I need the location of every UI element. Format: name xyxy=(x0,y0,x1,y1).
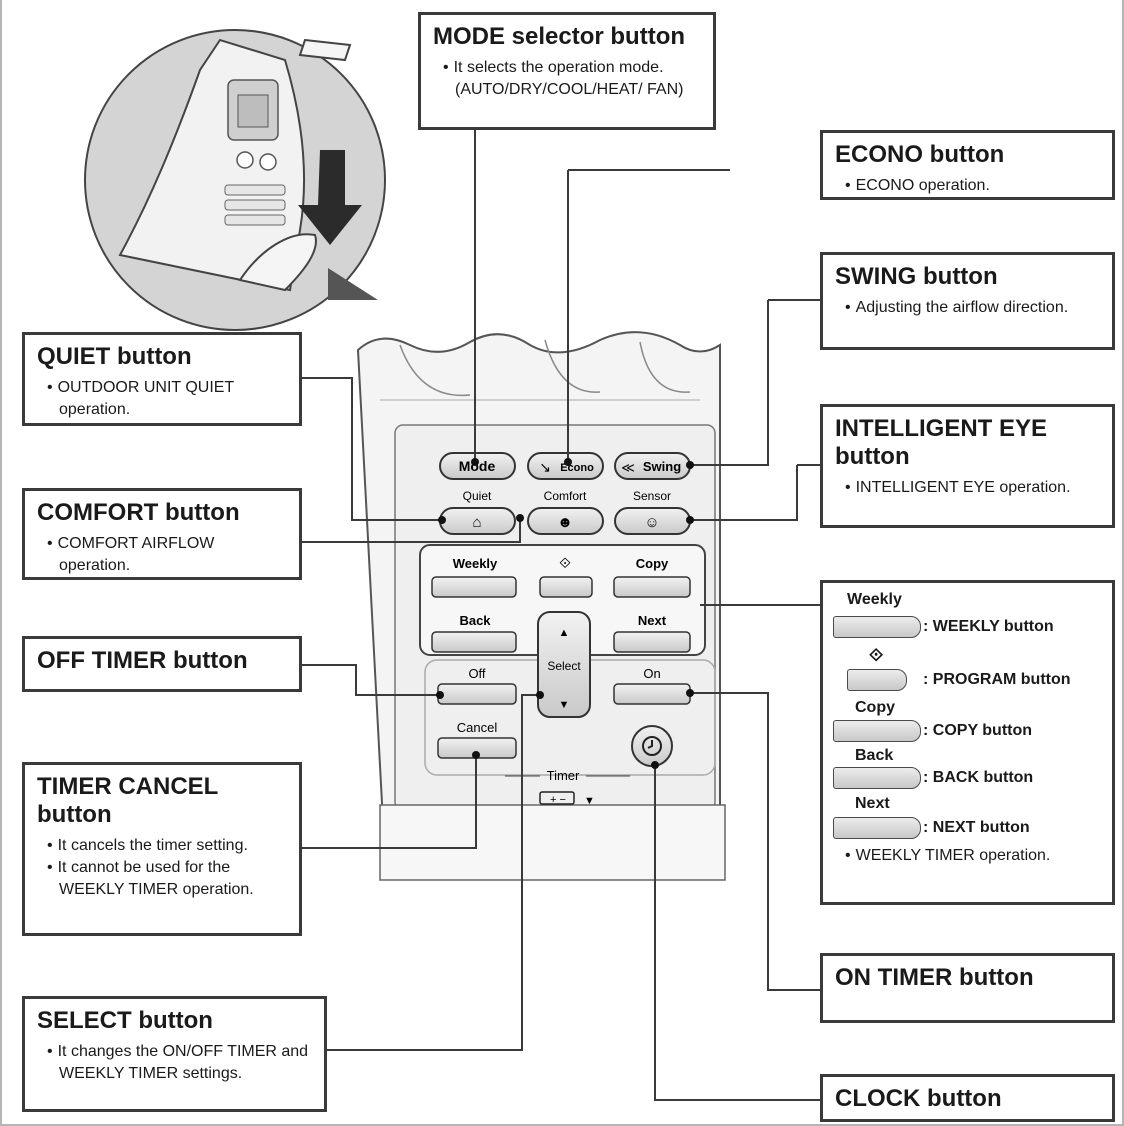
remote-next-label: Next xyxy=(638,613,667,628)
comfort-icon: ☻ xyxy=(557,514,573,531)
remote-buttons: Mode Econo ↘ Swing ≪ Quiet ⌂ Comfort ☻ S… xyxy=(431,452,691,807)
econo-callout-note: ECONO operation. xyxy=(835,175,1100,197)
remote-comfort-label: Comfort xyxy=(544,489,587,503)
select-callout-title: SELECT button xyxy=(37,1007,213,1034)
legend-copy-desc: : COPY button xyxy=(923,722,1033,739)
remote-on-label: On xyxy=(643,666,660,681)
remote-swing-label: Swing xyxy=(643,459,681,474)
legend-weekly-desc: : WEEKLY button xyxy=(923,618,1054,635)
remote-on-button xyxy=(613,683,691,705)
legend-program-desc: : PROGRAM button xyxy=(923,671,1071,688)
remote-timer-label: Timer xyxy=(547,768,580,783)
econo-icon: ↘ xyxy=(539,459,551,475)
remote-weekly-button xyxy=(431,576,517,598)
connector-dots xyxy=(436,458,694,769)
sensor-icon: ☺ xyxy=(644,514,659,531)
remote-select-button xyxy=(537,611,591,718)
swing-callout: SWING button Adjusting the airflow direc… xyxy=(820,252,1115,350)
swing-callout-title: SWING button xyxy=(835,263,998,290)
legend-weekly-button xyxy=(833,616,921,638)
quiet-callout: QUIET button OUTDOOR UNIT QUIET operatio… xyxy=(22,332,302,426)
remote-weekly-label: Weekly xyxy=(453,556,498,571)
remote-back-button xyxy=(431,631,517,653)
comfort-callout-title: COMFORT button xyxy=(37,499,240,526)
off-timer-callout-title: OFF TIMER button xyxy=(37,647,248,674)
on-timer-callout-title: ON TIMER button xyxy=(835,964,1034,991)
comfort-callout-note: COMFORT AIRFLOW operation. xyxy=(37,533,287,577)
remote-copy-button xyxy=(613,576,691,598)
remote-back-label: Back xyxy=(459,613,491,628)
legend-back-label: Back xyxy=(855,747,894,764)
remote-econo-button xyxy=(527,452,604,480)
timer-cancel-callout-title: TIMER CANCEL button xyxy=(37,773,218,828)
remote-select-label: Select xyxy=(547,659,581,673)
select-callout-note: It changes the ON/OFF TIMER and WEEKLY T… xyxy=(37,1041,312,1085)
intelligent-eye-callout-title: INTELLIGENT EYE button xyxy=(835,415,1048,470)
remote-mode-button xyxy=(439,452,516,480)
battery-icon xyxy=(539,791,575,805)
econo-callout: ECONO button ECONO operation. xyxy=(820,130,1115,200)
clock-callout-title: CLOCK button xyxy=(835,1085,1002,1112)
quiet-callout-note: OUTDOOR UNIT QUIET operation. xyxy=(37,377,287,421)
clock-callout: CLOCK button xyxy=(820,1074,1115,1122)
quiet-icon: ⌂ xyxy=(472,514,481,531)
hand-illustration xyxy=(84,29,386,331)
remote-next-button xyxy=(613,631,691,653)
remote-quiet-label: Quiet xyxy=(463,489,492,503)
weekly-timer-legend: Weekly : WEEKLY button ⟐ : PROGRAM butto… xyxy=(820,580,1115,905)
legend-back-button xyxy=(833,767,921,789)
intelligent-eye-callout: INTELLIGENT EYE button INTELLIGENT EYE o… xyxy=(820,404,1115,528)
econo-callout-title: ECONO button xyxy=(835,141,1005,168)
mode-callout-title: MODE selector button xyxy=(433,23,686,50)
swing-icon: ≪ xyxy=(621,460,635,475)
connector-lines xyxy=(300,130,820,1101)
legend-next-desc: : NEXT button xyxy=(923,819,1030,836)
legend-copy-button xyxy=(833,720,921,742)
legend-program-button xyxy=(847,669,907,691)
intelligent-eye-callout-note: INTELLIGENT EYE operation. xyxy=(835,477,1100,499)
remote-program-button xyxy=(539,576,593,598)
quiet-callout-title: QUIET button xyxy=(37,343,192,370)
legend-copy-label: Copy xyxy=(855,699,895,716)
legend-next-button xyxy=(833,817,921,839)
on-timer-callout: ON TIMER button xyxy=(820,953,1115,1023)
off-timer-callout: OFF TIMER button xyxy=(22,636,302,692)
remote-off-button xyxy=(437,683,517,705)
clock-icon xyxy=(642,736,662,756)
remote-body xyxy=(356,331,726,881)
remote-program-label: ⟐ xyxy=(559,555,571,572)
legend-back-desc: : BACK button xyxy=(923,769,1034,786)
timer-cancel-callout-note-1: It cancels the timer setting. xyxy=(37,835,287,857)
mode-callout-note: It selects the operation mode. (AUTO/DRY… xyxy=(433,57,701,101)
legend-weekly-label: Weekly xyxy=(847,591,902,608)
remote-cancel-label: Cancel xyxy=(457,720,498,735)
timer-cancel-callout-note-2: It cannot be used for the WEEKLY TIMER o… xyxy=(37,857,287,901)
legend-program-symbol: ⟐ xyxy=(869,645,884,665)
remote-copy-label: Copy xyxy=(636,556,669,571)
mode-callout: MODE selector button It selects the oper… xyxy=(418,12,716,130)
svg-text:+ −: + − xyxy=(550,794,566,806)
remote-off-label: Off xyxy=(468,666,485,681)
legend-note: WEEKLY TIMER operation. xyxy=(835,845,1051,867)
timer-cancel-callout: TIMER CANCEL button It cancels the timer… xyxy=(22,762,302,936)
timer-down-arrow-icon: ▼ xyxy=(584,795,595,807)
swing-callout-note: Adjusting the airflow direction. xyxy=(835,297,1100,319)
legend-next-label: Next xyxy=(855,795,890,812)
remote-sensor-label: Sensor xyxy=(633,489,671,503)
comfort-callout: COMFORT button COMFORT AIRFLOW operation… xyxy=(22,488,302,580)
up-arrow-icon: ▲ xyxy=(559,627,570,639)
remote-mode-label: Mode xyxy=(459,458,496,474)
select-callout: SELECT button It changes the ON/OFF TIME… xyxy=(22,996,327,1112)
down-arrow-icon: ▼ xyxy=(559,699,570,711)
remote-comfort-button xyxy=(527,507,604,535)
